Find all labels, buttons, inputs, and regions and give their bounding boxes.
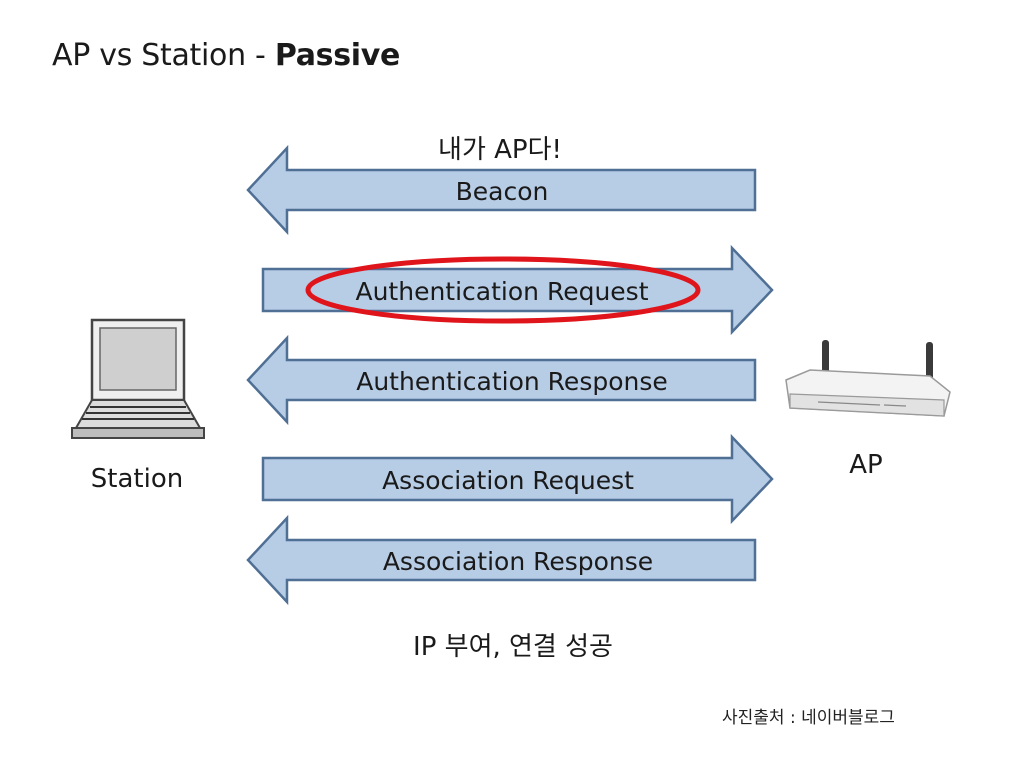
laptop-icon [71,318,205,439]
highlight-ellipse [305,256,701,324]
authentication-response-arrow-label: Authentication Response [356,367,668,396]
beacon-arrow-label: Beacon [456,177,549,206]
association-response-arrow: Association Response [246,514,757,606]
association-request-arrow-label: Association Request [382,466,634,495]
title-emphasis: Passive [274,38,401,73]
station-label: Station [91,464,183,494]
slide-title: AP vs Station - Passive [52,38,400,73]
ap-label: AP [849,450,882,480]
title-prefix: AP vs Station - [52,38,275,73]
authentication-response-arrow: Authentication Response [246,334,757,426]
beacon-caption: 내가 AP다! [438,135,562,165]
result-caption: IP 부여, 연결 성공 [413,632,613,662]
beacon-arrow: Beacon [246,144,757,236]
association-request-arrow: Association Request [261,433,774,525]
association-response-arrow-label: Association Response [383,547,653,576]
image-credit: 사진출처 : 네이버블로그 [722,708,895,728]
router-icon [785,340,951,417]
authentication-request-arrow-label: Authentication Request [355,277,648,306]
